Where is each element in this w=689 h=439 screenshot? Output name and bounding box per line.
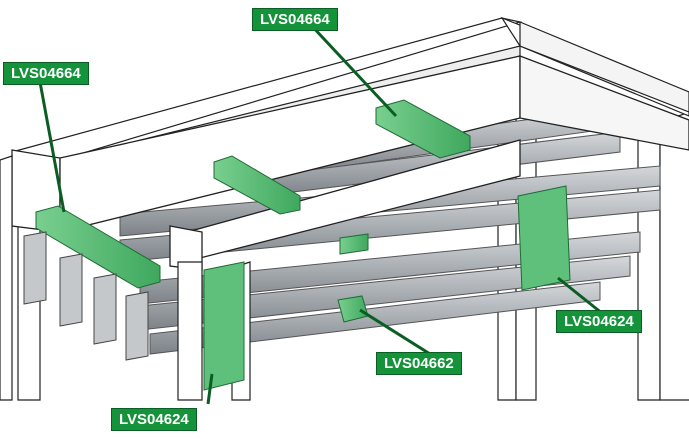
callout-center: LVS04662	[376, 352, 462, 375]
callout-top-center: LVS04664	[252, 8, 338, 31]
callout-right: LVS04624	[556, 310, 642, 333]
leader-lines	[38, 22, 609, 405]
clamp-pieces	[23, 231, 149, 361]
green-side-plates	[203, 185, 571, 391]
callout-top-left: LVS04664	[3, 62, 89, 85]
callout-bottom-left: LVS04624	[111, 408, 197, 431]
green-supports	[35, 99, 471, 323]
